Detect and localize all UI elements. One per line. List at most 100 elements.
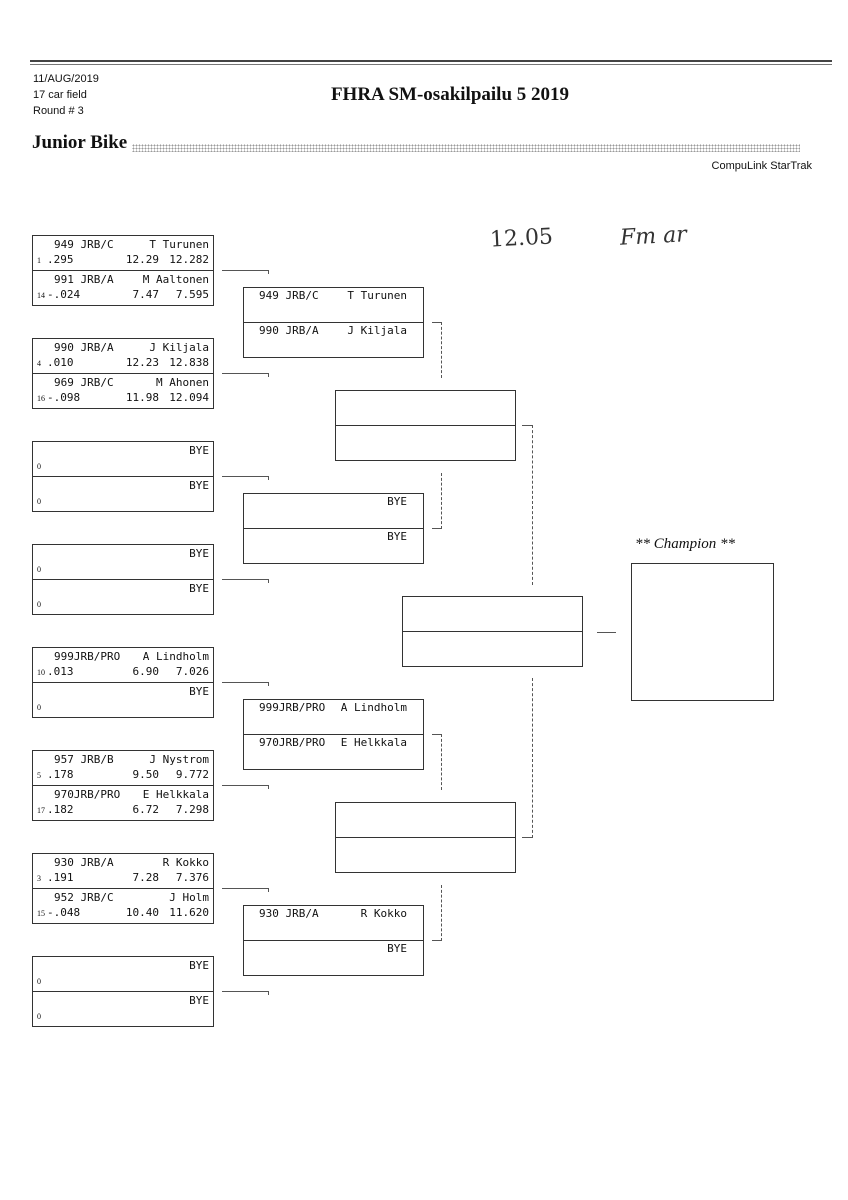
- car-number: 970JRB/PRO: [259, 736, 326, 749]
- bracket-connector-tick: [268, 579, 269, 583]
- bracket-connector-tick: [268, 785, 269, 789]
- bracket-connector-dashed: [441, 734, 442, 790]
- event-title: FHRA SM-osakilpailu 5 2019: [330, 84, 570, 105]
- car-number: 930 JRB/A: [54, 856, 114, 869]
- speed: 12.282: [169, 253, 209, 266]
- speed: 7.376: [175, 871, 209, 884]
- lane-top: 990 JRB/A J Kiljala 4 .010 12.23 12.838: [33, 339, 213, 373]
- bracket-connector-dashed: [532, 425, 533, 585]
- bracket-connector: [222, 785, 268, 786]
- lane-bottom: [403, 631, 582, 666]
- elapsed-time: 6.90: [132, 665, 160, 678]
- speed: 11.620: [169, 906, 209, 919]
- car-number: 991 JRB/A: [54, 273, 114, 286]
- dotted-leader: [132, 144, 800, 152]
- header-rule-thin: [30, 64, 832, 65]
- seed-number: 0: [37, 462, 41, 471]
- lane-top: 930 JRB/A R Kokko 3 .191 7.28 7.376: [33, 854, 213, 888]
- speed: 9.772: [175, 768, 209, 781]
- car-number: 930 JRB/A: [259, 907, 319, 920]
- lane-top: [336, 803, 515, 837]
- bracket-connector: [222, 373, 268, 374]
- seed-number: 16: [37, 394, 45, 403]
- elapsed-time: 6.72: [132, 803, 160, 816]
- racer-name: BYE: [189, 547, 209, 560]
- reaction-time: -.048: [47, 906, 81, 919]
- champion-label: ** Champion **: [635, 536, 736, 552]
- lane-bottom: BYE: [244, 940, 423, 975]
- car-number: 990 JRB/A: [54, 341, 114, 354]
- racer-name: A Lindholm: [340, 701, 407, 714]
- seed-number: 4: [37, 359, 41, 368]
- final-connector: [597, 632, 616, 633]
- car-number: 952 JRB/C: [54, 891, 114, 904]
- seed-number: 3: [37, 874, 41, 883]
- car-number: 999JRB/PRO: [259, 701, 326, 714]
- header-rule: [30, 60, 832, 62]
- lane-top: [403, 597, 582, 631]
- seed-number: 0: [37, 977, 41, 986]
- bracket-connector-tick: [268, 373, 269, 377]
- event-date: 11/AUG/2019: [33, 73, 99, 85]
- final-match: [402, 596, 583, 667]
- bracket-connector-dashed: [441, 473, 442, 529]
- speed: 12.838: [169, 356, 209, 369]
- car-number: 957 JRB/B: [54, 753, 114, 766]
- car-number: 970JRB/PRO: [54, 788, 121, 801]
- racer-name: BYE: [189, 582, 209, 595]
- racer-name: M Ahonen: [156, 376, 209, 389]
- reaction-time: .295: [47, 253, 74, 266]
- lane-bottom: BYE 0: [33, 476, 213, 511]
- lane-bottom: BYE 0: [33, 682, 213, 717]
- handwritten-number: 12.05: [489, 224, 554, 253]
- speed: 7.595: [175, 288, 209, 301]
- round-number: Round # 3: [33, 105, 84, 117]
- seed-number: 14: [37, 291, 45, 300]
- handwritten-signature: Fm ar: [619, 222, 688, 251]
- elapsed-time: 10.40: [125, 906, 159, 919]
- field-size: 17 car field: [33, 89, 87, 101]
- bracket-connector: [432, 528, 441, 529]
- racer-name: R Kokko: [360, 907, 407, 920]
- lane-top: BYE: [244, 494, 423, 528]
- car-number: 949 JRB/C: [54, 238, 114, 251]
- reaction-time: .191: [47, 871, 74, 884]
- bracket-connector-tick: [268, 888, 269, 892]
- racer-name: BYE: [189, 685, 209, 698]
- racer-name: A Lindholm: [142, 650, 209, 663]
- seed-number: 0: [37, 703, 41, 712]
- bracket-connector: [432, 940, 441, 941]
- bracket-connector: [222, 682, 268, 683]
- speed: 12.094: [169, 391, 209, 404]
- racer-name: E Helkkala: [142, 788, 209, 801]
- racer-name: BYE: [189, 479, 209, 492]
- racer-name: J Kiljala: [149, 341, 209, 354]
- speed: 7.298: [175, 803, 209, 816]
- elapsed-time: 7.28: [132, 871, 160, 884]
- seed-number: 0: [37, 497, 41, 506]
- bracket-connector: [222, 270, 268, 271]
- reaction-time: -.098: [47, 391, 81, 404]
- reaction-time: .010: [47, 356, 74, 369]
- software-brand: CompuLink StarTrak: [711, 160, 812, 172]
- seed-number: 1: [37, 256, 41, 265]
- seed-number: 15: [37, 909, 45, 918]
- bracket-connector: [522, 837, 532, 838]
- racer-name: R Kokko: [162, 856, 209, 869]
- elapsed-time: 12.23: [125, 356, 159, 369]
- lane-bottom: [336, 425, 515, 460]
- lane-top: [336, 391, 515, 425]
- bracket-connector-tick: [268, 991, 269, 995]
